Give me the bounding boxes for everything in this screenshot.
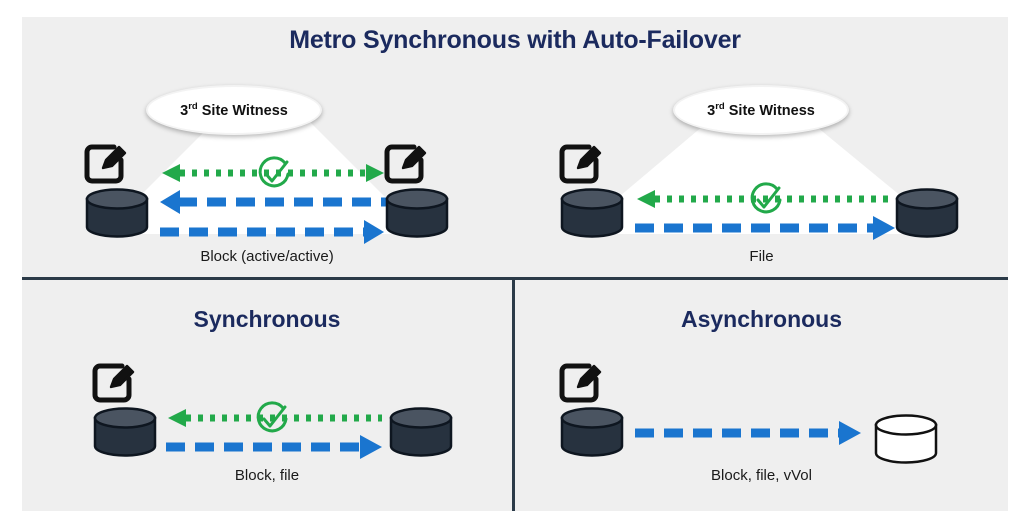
witness-label: 3rd Site Witness: [180, 101, 288, 119]
edit-square-pencil-icon: [559, 362, 603, 409]
flow-group: [633, 419, 865, 449]
check-circle-icon: [252, 399, 292, 444]
panel-caption: Block, file: [234, 467, 300, 484]
storage-cylinder-icon: [388, 406, 454, 463]
check-circle-icon: [254, 154, 294, 199]
edit-square-pencil-icon: [559, 143, 603, 190]
edit-square-pencil-icon: [84, 143, 128, 190]
witness-bubble: 3rd Site Witness: [146, 85, 322, 135]
diagram-canvas: Metro Synchronous with Auto-Failover 3rd…: [22, 17, 1008, 511]
panel-title: Asynchronous: [680, 306, 843, 332]
panel-metro-block: 3rd Site Witness: [22, 62, 512, 277]
storage-cylinder-outline-icon: [873, 413, 939, 470]
storage-cylinder-icon: [84, 187, 150, 244]
check-circle-icon: [746, 180, 786, 225]
page-title: Metro Synchronous with Auto-Failover: [289, 26, 741, 54]
panel-metro-file: 3rd Site Witness: [515, 62, 1008, 277]
flow-group: [158, 162, 388, 248]
flow-group: [164, 407, 386, 467]
storage-cylinder-icon: [894, 187, 960, 244]
storage-cylinder-icon: [384, 187, 450, 244]
panel-synchronous: Synchronous: [22, 280, 512, 511]
edit-square-pencil-icon: [92, 362, 136, 409]
storage-cylinder-icon: [92, 406, 158, 463]
storage-cylinder-icon: [559, 406, 625, 463]
witness-bubble: 3rd Site Witness: [673, 85, 849, 135]
panel-title: Synchronous: [193, 306, 341, 332]
horizontal-divider: [22, 277, 1008, 280]
storage-cylinder-icon: [559, 187, 625, 244]
edit-square-pencil-icon: [384, 143, 428, 190]
witness-label: 3rd Site Witness: [707, 101, 815, 119]
panel-caption: Block (active/active): [200, 248, 334, 265]
panel-caption: File: [749, 248, 774, 265]
panel-caption: Block, file, vVol: [711, 467, 812, 484]
vertical-divider: [512, 280, 515, 511]
panel-asynchronous: Asynchronous: [515, 280, 1008, 511]
flow-group: [633, 188, 899, 248]
